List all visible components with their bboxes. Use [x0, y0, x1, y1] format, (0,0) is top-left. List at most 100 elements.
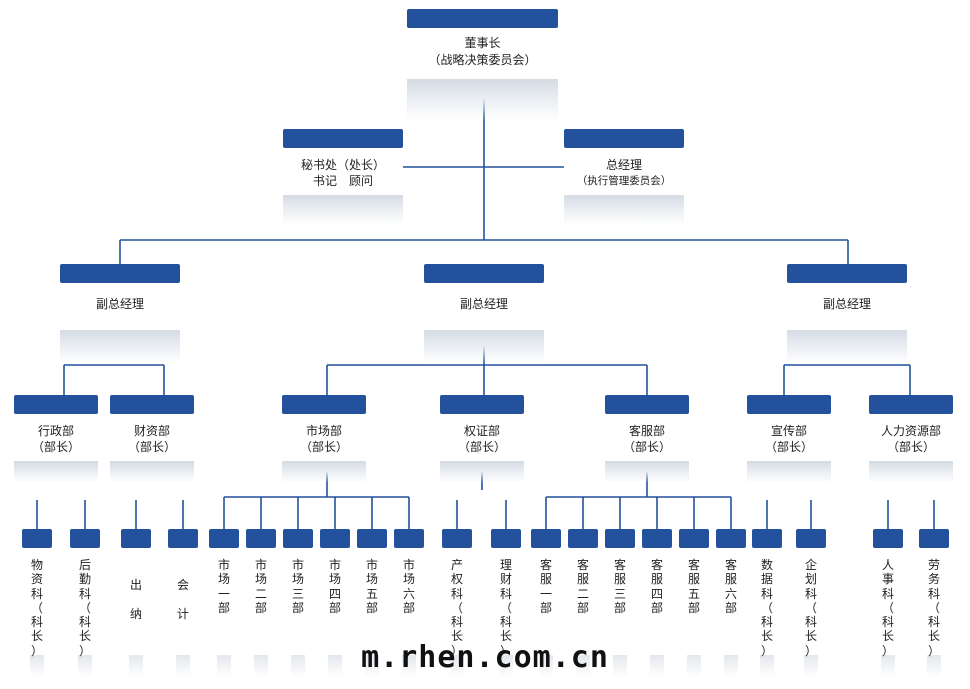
department-name: 行政部	[37, 424, 74, 438]
node-fade	[787, 330, 907, 364]
unit-label: 产 权 科 （ 科 长 ）	[450, 558, 463, 658]
node-secretary-title: 秘书处（处长）	[300, 158, 385, 172]
node-department: 客服部 （部长）	[605, 395, 689, 485]
node-vp: 副总经理	[787, 264, 907, 364]
unit-fade	[129, 655, 143, 677]
node-fade	[407, 79, 558, 121]
unit-fade	[804, 655, 818, 677]
unit-fade	[576, 655, 590, 677]
unit-bar	[873, 529, 903, 548]
department-name: 财资部	[133, 424, 170, 438]
node-vp-label: 副总经理	[95, 297, 144, 311]
node-gm-title: 总经理	[605, 158, 642, 172]
node-general-manager: 总经理 （执行管理委员会）	[564, 129, 684, 225]
node-bar	[282, 395, 366, 414]
unit-fade	[254, 655, 268, 677]
unit-fade	[687, 655, 701, 677]
node-department: 市场部 （部长）	[282, 395, 366, 485]
unit-label: 理 财 科 （ 科 长 ）	[499, 558, 512, 658]
unit-fade	[78, 655, 92, 677]
department-role: （部长）	[622, 440, 671, 454]
node-department: 财资部 （部长）	[110, 395, 194, 485]
unit-fade	[291, 655, 305, 677]
node-bar	[869, 395, 953, 414]
unit-bar	[70, 529, 100, 548]
unit-label: 后 勤 科 （ 科 长 ）	[78, 558, 91, 658]
unit-label: 客 服 四 部	[650, 558, 663, 615]
unit-bar	[642, 529, 672, 548]
node-fade	[60, 330, 180, 364]
unit-bar	[716, 529, 746, 548]
node-bar	[564, 129, 684, 148]
node-fade	[869, 461, 953, 483]
node-department: 宣传部 （部长）	[747, 395, 831, 485]
node-department: 人力资源部 （部长）	[869, 395, 953, 485]
unit-label: 企 划 科 （ 科 长 ）	[804, 558, 817, 658]
node-fade	[110, 461, 194, 483]
unit-bar	[679, 529, 709, 548]
unit-bar	[357, 529, 387, 548]
department-role: （部长）	[886, 440, 935, 454]
unit-label: 市 场 四 部	[328, 558, 341, 615]
unit-fade	[927, 655, 941, 677]
node-chairman-subtitle: （战略决策委员会）	[428, 53, 537, 67]
department-name: 客服部	[628, 424, 665, 438]
unit-fade	[217, 655, 231, 677]
node-vp: 副总经理	[60, 264, 180, 364]
unit-label: 市 场 六 部	[402, 558, 415, 615]
department-role: （部长）	[299, 440, 348, 454]
unit-fade	[176, 655, 190, 677]
unit-fade	[365, 655, 379, 677]
node-gm-subtitle: （执行管理委员会）	[576, 175, 672, 187]
node-fade	[605, 461, 689, 483]
node-fade	[14, 461, 98, 483]
node-fade	[747, 461, 831, 483]
unit-label: 数 据 科 （ 科 长 ）	[760, 558, 773, 658]
unit-fade	[760, 655, 774, 677]
unit-bar	[568, 529, 598, 548]
department-role: （部长）	[127, 440, 176, 454]
node-secretary-subtitle: 书记 顾问	[312, 174, 373, 188]
unit-label: 客 服 六 部	[724, 558, 737, 615]
node-bar	[110, 395, 194, 414]
unit-bar	[394, 529, 424, 548]
unit-fade	[499, 655, 513, 677]
unit-label: 客 服 三 部	[613, 558, 626, 615]
node-bar	[747, 395, 831, 414]
node-chairman: 董事长 （战略决策委员会）	[407, 9, 558, 121]
unit-bar	[320, 529, 350, 548]
node-fade	[440, 461, 524, 483]
unit-bar	[796, 529, 826, 548]
unit-fade	[613, 655, 627, 677]
unit-label: 物 资 科 （ 科 长 ）	[30, 558, 43, 658]
unit-bar	[121, 529, 151, 548]
unit-bar	[919, 529, 949, 548]
unit-fade	[328, 655, 342, 677]
watermark: m.rhen.com.cn	[361, 640, 609, 675]
unit-bar	[168, 529, 198, 548]
unit-label: 客 服 一 部	[539, 558, 552, 615]
unit-label: 劳 务 科 （ 科 长 ）	[927, 558, 940, 658]
node-vp: 副总经理	[424, 264, 544, 364]
department-role: （部长）	[764, 440, 813, 454]
unit-label: 出 纳	[129, 578, 142, 621]
unit-fade	[402, 655, 416, 677]
unit-fade	[881, 655, 895, 677]
node-bar	[424, 264, 544, 283]
unit-bar	[283, 529, 313, 548]
department-role: （部长）	[31, 440, 80, 454]
node-bar	[283, 129, 403, 148]
node-department: 权证部 （部长）	[440, 395, 524, 485]
department-role: （部长）	[457, 440, 506, 454]
node-bar	[605, 395, 689, 414]
unit-label: 市 场 五 部	[365, 558, 378, 615]
node-bar	[787, 264, 907, 283]
department-name: 权证部	[463, 424, 500, 438]
unit-bar	[531, 529, 561, 548]
unit-label: 市 场 三 部	[291, 558, 304, 615]
unit-label: 市 场 一 部	[217, 558, 230, 615]
node-fade	[424, 330, 544, 364]
node-bar	[60, 264, 180, 283]
unit-label: 客 服 二 部	[576, 558, 589, 615]
